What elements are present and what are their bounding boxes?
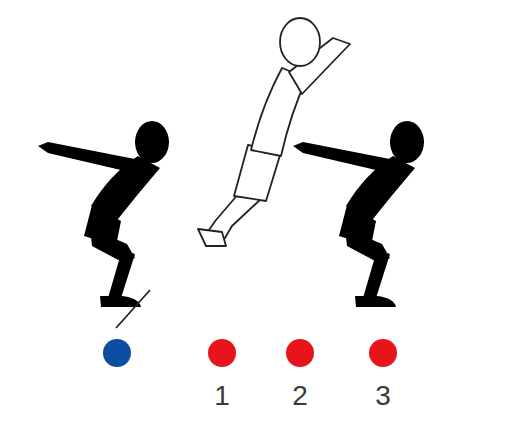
callout-number: 2 [292, 382, 308, 410]
jump-dot [208, 339, 236, 367]
jumping-child [198, 18, 350, 246]
start-dot [103, 339, 131, 367]
callout-number: 3 [375, 382, 391, 410]
jump-dot [369, 339, 397, 367]
start-line [116, 290, 150, 328]
crouching-child-start [38, 121, 169, 307]
callout-number: 1 [214, 382, 230, 410]
jump-dot [286, 339, 314, 367]
crouching-child-landing [293, 121, 424, 307]
